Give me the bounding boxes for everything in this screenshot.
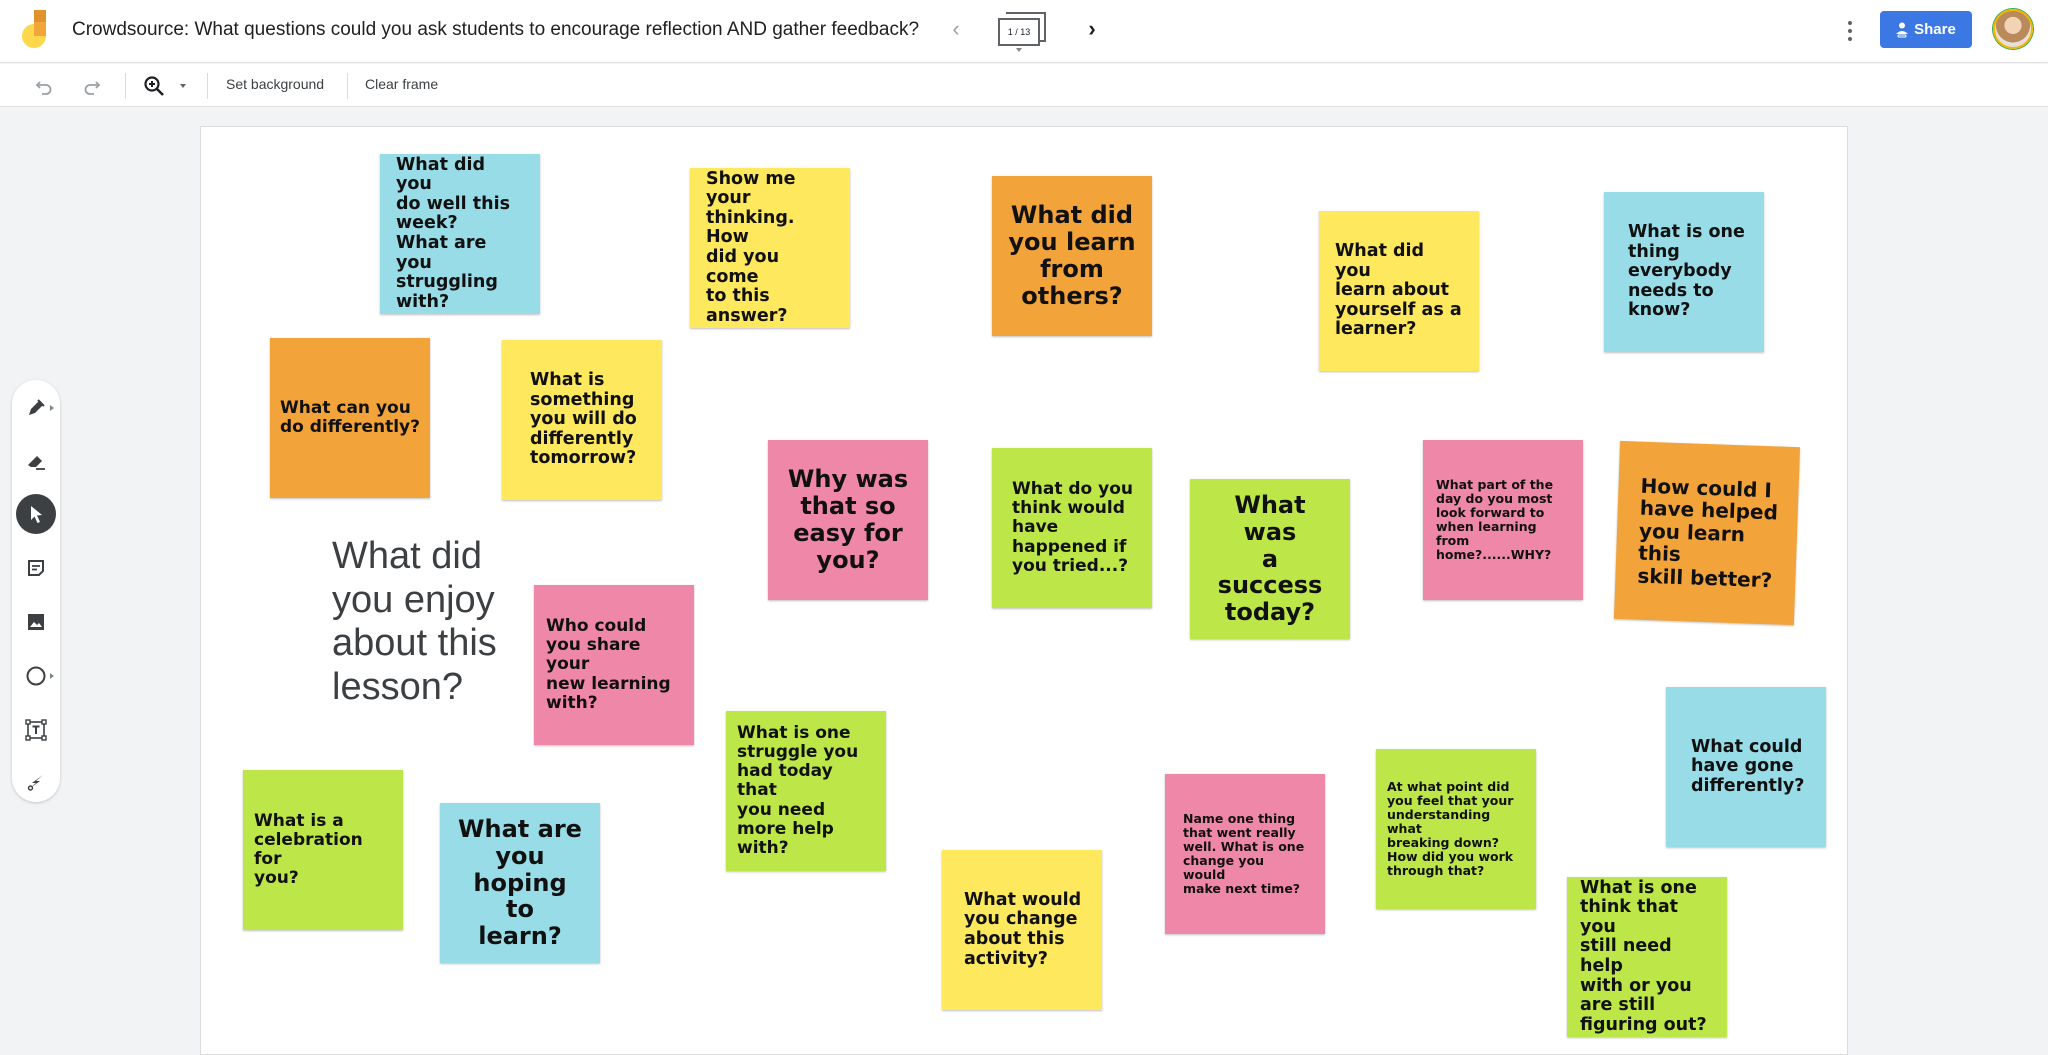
sticky-note-text: Why was that so easy for you? <box>787 465 909 574</box>
sticky-note-text: What could have gone differently? <box>1691 736 1805 796</box>
zoom-dropdown[interactable] <box>176 72 190 100</box>
sticky-note[interactable]: What did you learn about yourself as a l… <box>1319 211 1479 371</box>
sticky-note[interactable]: How could I have helped you learn this s… <box>1613 440 1801 626</box>
pen-tool-button[interactable] <box>16 388 56 428</box>
sticky-note-text: What did you learn from others? <box>1008 201 1136 310</box>
select-tool-button[interactable] <box>16 494 56 534</box>
share-label: Share <box>1914 21 1956 38</box>
tool-menu-caret <box>50 673 54 679</box>
sticky-note[interactable]: Who could you share your new learning wi… <box>534 585 694 745</box>
sticky-note-text: What did you do well this week? What are… <box>396 154 511 312</box>
more-vert-dot <box>1848 37 1852 41</box>
toolbar-divider <box>125 73 126 99</box>
jamboard-logo-icon[interactable] <box>20 10 52 50</box>
toolbar-divider <box>207 73 208 99</box>
shape-tool-button[interactable] <box>16 656 56 696</box>
sticky-note-text: How could I have helped you learn this s… <box>1637 473 1779 592</box>
tool-rail <box>12 380 60 802</box>
sticky-note-text: Show me your thinking. How did you come … <box>706 168 796 326</box>
sticky-note[interactable]: What did you do well this week? What are… <box>380 154 540 314</box>
sticky-note-text: What part of the day do you most look fo… <box>1436 477 1554 562</box>
set-background-button[interactable]: Set background <box>226 76 325 92</box>
sticky-note[interactable]: What could have gone differently? <box>1666 687 1826 847</box>
user-avatar[interactable] <box>1993 9 2033 49</box>
sticky-note[interactable]: Name one thing that went really well. Wh… <box>1165 774 1325 934</box>
sticky-note[interactable]: What is one thing everybody needs to kno… <box>1604 192 1764 352</box>
circle-icon <box>26 666 46 686</box>
frame-stack-edge <box>1038 12 1046 42</box>
clear-frame-button[interactable]: Clear frame <box>365 76 439 92</box>
sticky-note-text: What is something you will do differentl… <box>530 370 637 469</box>
sticky-note[interactable]: What are you hoping to learn? <box>440 803 600 963</box>
undo-button[interactable] <box>30 72 58 100</box>
jam-title[interactable]: Crowdsource: What questions could you as… <box>72 19 920 40</box>
zoom-button[interactable] <box>140 72 168 100</box>
sticky-note-text: What is a celebration for you? <box>254 810 363 889</box>
sticky-note-text: At what point did you feel that your und… <box>1387 779 1514 878</box>
redo-button[interactable] <box>78 72 106 100</box>
undo-icon <box>35 81 52 95</box>
sticky-note[interactable]: What is a celebration for you? <box>243 770 403 930</box>
sticky-note-text: Name one thing that went really well. Wh… <box>1183 811 1305 896</box>
eraser-tool-button[interactable] <box>16 442 56 482</box>
sticky-note-text: What can you do differently? <box>280 397 420 437</box>
top-bar: Crowdsource: What questions could you as… <box>0 0 2048 63</box>
sticky-note[interactable]: What is something you will do differentl… <box>502 340 662 500</box>
sticky-note-icon <box>28 560 44 576</box>
sticky-note[interactable]: What part of the day do you most look fo… <box>1423 440 1583 600</box>
frame-toolbar: Set background Clear frame <box>0 64 2048 107</box>
frame-bar-toggle[interactable]: 1 / 13 <box>998 12 1048 54</box>
sticky-note-text: What are you hoping to learn? <box>458 814 582 951</box>
toolbar-divider <box>347 73 348 99</box>
sticky-note[interactable]: What is one think that you still need he… <box>1567 877 1727 1037</box>
text-box-icon <box>25 719 47 741</box>
redo-icon <box>84 81 101 95</box>
caret-down-icon <box>1016 48 1022 52</box>
more-options-button[interactable] <box>1838 16 1862 46</box>
laser-icon <box>27 775 43 791</box>
laser-tool-button[interactable] <box>16 762 56 802</box>
sticky-note-text: What is one think that you still need he… <box>1580 877 1707 1035</box>
sticky-note-text: What is one thing everybody needs to kno… <box>1628 222 1745 321</box>
chevron-right-icon: › <box>1088 16 1096 41</box>
sticky-note[interactable]: Show me your thinking. How did you come … <box>690 168 850 328</box>
tool-menu-caret <box>50 405 54 411</box>
sticky-note-tool-button[interactable] <box>16 548 56 588</box>
sticky-note-text: What did you learn about yourself as a l… <box>1335 241 1462 340</box>
sticky-note[interactable]: What did you learn from others? <box>992 176 1152 336</box>
sticky-note-text: What was a success today? <box>1217 490 1323 627</box>
caret-down-icon <box>180 84 186 88</box>
sticky-note-text: What is one struggle you had today that … <box>737 723 859 858</box>
eraser-icon <box>28 456 45 470</box>
frame-counter: 1 / 13 <box>998 18 1040 46</box>
sticky-note[interactable]: At what point did you feel that your und… <box>1376 749 1536 909</box>
pen-icon <box>29 399 45 415</box>
more-vert-icon <box>1848 21 1852 25</box>
image-icon <box>28 614 44 630</box>
sticky-note[interactable]: What was a success today? <box>1190 479 1350 639</box>
image-tool-button[interactable] <box>16 602 56 642</box>
sticky-note[interactable]: What is one struggle you had today that … <box>726 711 886 871</box>
text-box-tool-button[interactable] <box>16 710 56 750</box>
sticky-note-text: What do you think would have happened if… <box>1012 479 1134 576</box>
previous-frame-button[interactable]: ‹ <box>944 14 968 44</box>
person-share-icon <box>1896 22 1909 37</box>
sticky-note[interactable]: What do you think would have happened if… <box>992 448 1152 608</box>
sticky-note-text: What would you change about this activit… <box>964 889 1082 969</box>
more-vert-dot <box>1848 29 1852 33</box>
next-frame-button[interactable]: › <box>1080 14 1104 44</box>
chevron-left-icon: ‹ <box>952 16 960 41</box>
text-box[interactable]: What did you enjoy about this lesson? <box>332 535 497 709</box>
sticky-note[interactable]: Why was that so easy for you? <box>768 440 928 600</box>
zoom-in-icon <box>144 76 164 96</box>
sticky-note[interactable]: What can you do differently? <box>270 338 430 498</box>
share-button[interactable]: Share <box>1880 11 1972 48</box>
cursor-icon <box>31 506 42 523</box>
sticky-note-text: Who could you share your new learning wi… <box>546 616 671 713</box>
sticky-note[interactable]: What would you change about this activit… <box>942 850 1102 1010</box>
